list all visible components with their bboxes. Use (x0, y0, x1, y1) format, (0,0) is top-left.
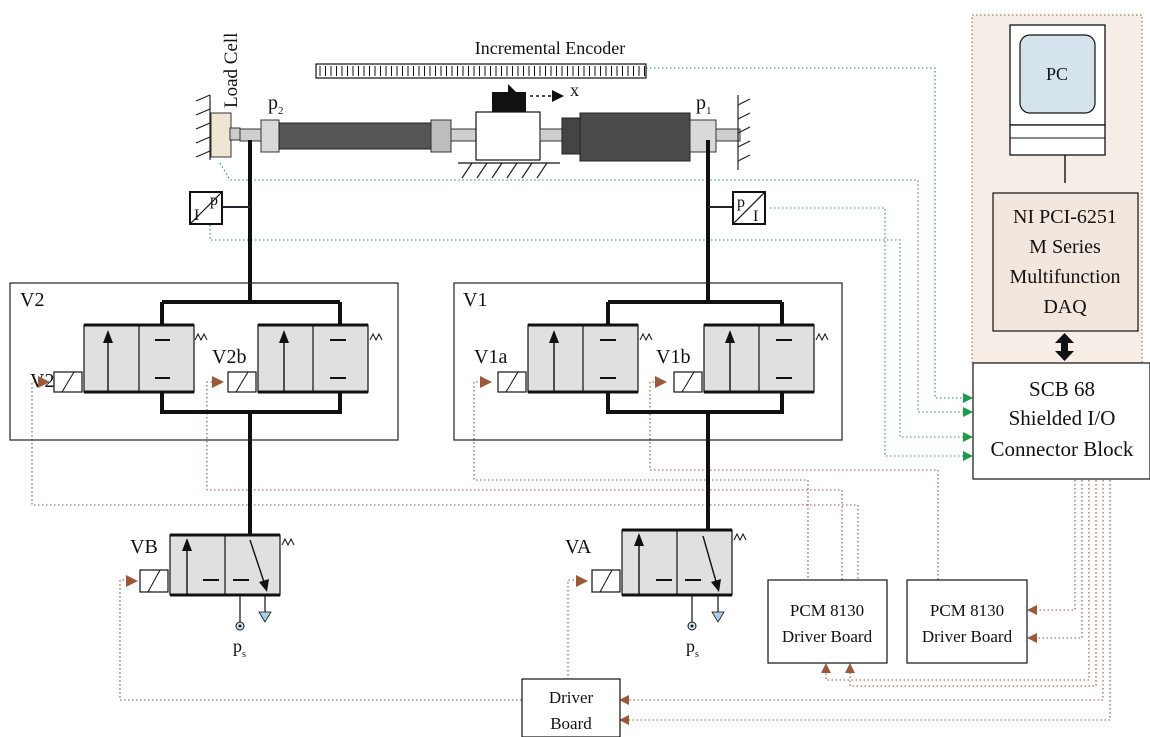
left-wall-mount (195, 94, 211, 160)
svg-text:Multifunction: Multifunction (1009, 266, 1120, 288)
v1a-label: V1a (474, 346, 507, 368)
va-label: VA (565, 536, 592, 558)
svg-text:Board: Board (550, 714, 592, 733)
carriage: x (458, 80, 579, 179)
p2-label: p2 (268, 92, 284, 117)
right-wall-mount (737, 95, 751, 170)
driver-board: Driver Board (521, 678, 621, 737)
svg-text:PCM 8130: PCM 8130 (930, 601, 1004, 620)
ps-label-left: ps (233, 636, 246, 660)
ps-label-right: ps (686, 636, 699, 660)
bidirectional-arrow (1055, 333, 1074, 361)
v2-label: V2 (20, 289, 44, 311)
load-cell-stud (229, 127, 241, 141)
solenoid-arrows (38, 376, 667, 587)
hydraulic-lines (160, 140, 784, 535)
v1b-label: V1b (656, 346, 690, 368)
actuator-right (539, 112, 741, 162)
v2b-label: V2b (212, 346, 246, 368)
svg-text:I: I (753, 208, 758, 225)
pcm-driver-board-right: PCM 8130 Driver Board (906, 579, 1028, 664)
pcm-driver-board-left: PCM 8130 Driver Board (767, 579, 888, 664)
scb-68-block: SCB 68 Shielded I/O Connector Block (972, 362, 1150, 480)
vb-label: VB (130, 536, 158, 558)
pressure-sensor-left: I p (189, 191, 223, 225)
load-cell (210, 112, 232, 158)
valve-vb (139, 533, 295, 631)
signal-wires-red (31, 381, 1111, 725)
valve-v1b (673, 323, 829, 394)
svg-text:Driver Board: Driver Board (782, 627, 873, 646)
valve-v2a (53, 323, 208, 394)
svg-text:SCB 68: SCB 68 (1029, 377, 1095, 401)
valve-group-v1 (453, 282, 843, 441)
svg-text:p: p (210, 192, 218, 209)
incremental-encoder: Incremental Encoder (315, 38, 647, 79)
svg-text:Driver Board: Driver Board (922, 627, 1013, 646)
svg-text:Connector Block: Connector Block (991, 437, 1134, 461)
valve-va (591, 528, 747, 631)
pressure-sensor-right: p I (732, 191, 766, 225)
svg-text:Driver: Driver (549, 688, 594, 707)
svg-text:Shielded I/O: Shielded I/O (1009, 406, 1116, 430)
svg-text:DAQ: DAQ (1043, 296, 1087, 318)
daq-card: NI PCI-6251 M Series Multifunction DAQ (992, 192, 1139, 332)
svg-text:PCM 8130: PCM 8130 (790, 601, 864, 620)
svg-text:NI PCI-6251: NI PCI-6251 (1013, 206, 1117, 228)
load-cell-label: Load Cell (221, 33, 242, 108)
svg-text:I: I (194, 207, 199, 224)
svg-text:p: p (737, 194, 745, 211)
signal-wires-green (209, 67, 973, 461)
actuator-left (239, 119, 481, 153)
pc-monitor: PC (1009, 24, 1106, 183)
x-label: x (570, 80, 579, 100)
pc-label: PC (1046, 64, 1068, 84)
p1-label: p1 (696, 92, 712, 117)
v1-label: V1 (463, 289, 487, 311)
encoder-label: Incremental Encoder (475, 38, 625, 58)
valve-v1a (497, 323, 653, 394)
valve-v2b (227, 323, 383, 394)
valve-group-v2 (9, 282, 399, 441)
svg-text:M Series: M Series (1029, 236, 1101, 258)
